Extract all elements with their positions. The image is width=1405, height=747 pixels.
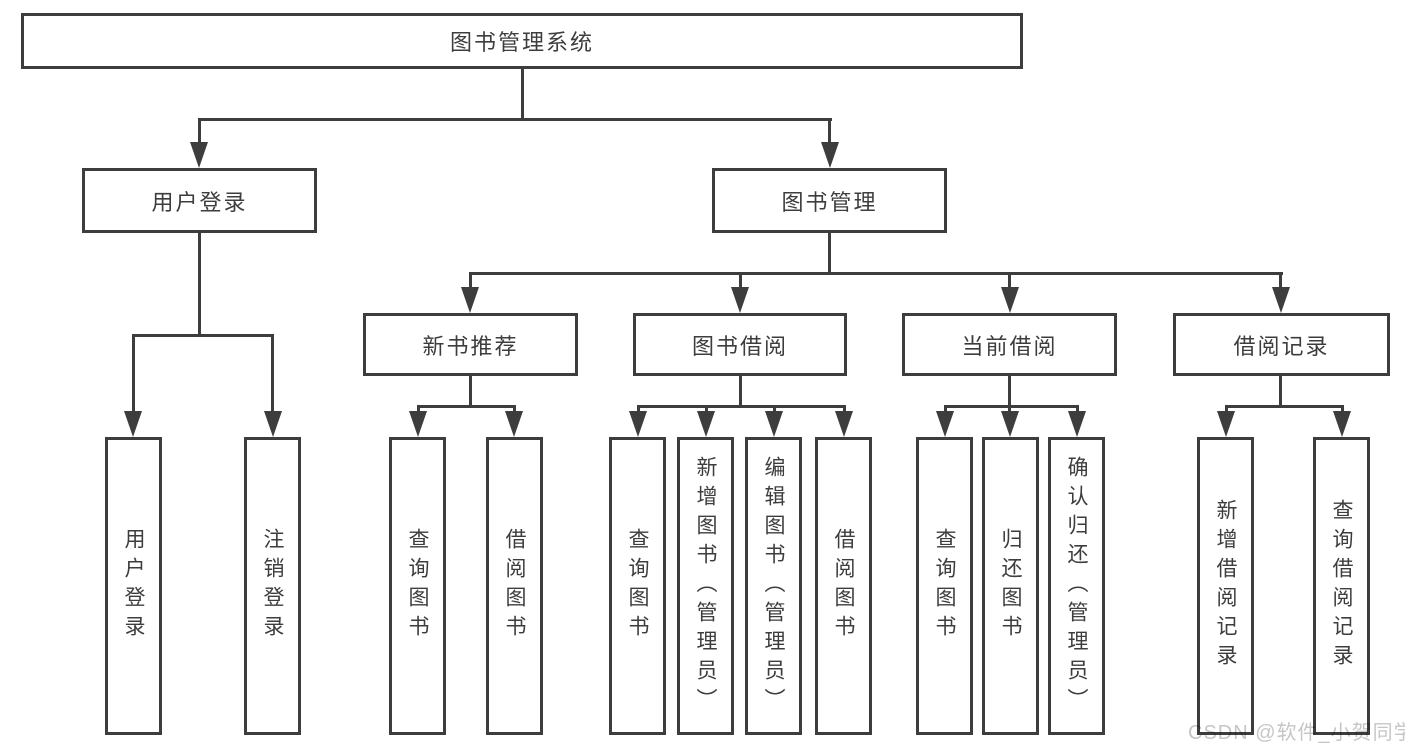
arrowhead-down-icon [821,142,839,168]
leaf-logout-label: 注销登录 [261,528,284,644]
leaf-borrow-books-borrowing: 借阅图书 [815,437,872,735]
leaf-query-borrow-record: 查询借阅记录 [1313,437,1370,735]
connector-line [1076,405,1079,415]
arrowhead-down-icon [1001,287,1019,313]
leaf-borrow-books-borrowing-label: 借阅图书 [832,528,855,644]
connector-line [198,118,832,121]
arrowhead-down-icon [731,287,749,313]
node-new-book-recommendation: 新书推荐 [363,313,578,376]
connector-line [417,405,420,415]
leaf-add-books-admin: 新增图书（管理员） [677,437,734,735]
leaf-query-books-recommend: 查询图书 [389,437,446,735]
connector-line [944,405,1079,408]
arrowhead-down-icon [190,142,208,168]
connector-line [198,233,201,336]
arrowhead-down-icon [697,411,715,437]
node-library-system: 图书管理系统 [21,13,1023,69]
connector-line [1341,405,1344,415]
leaf-add-borrow-record-label: 新增借阅记录 [1214,499,1237,673]
arrowhead-down-icon [461,287,479,313]
leaf-edit-books-admin: 编辑图书（管理员） [745,437,802,735]
arrowhead-down-icon [1217,411,1235,437]
leaf-borrow-books-recommend-label: 借阅图书 [503,528,526,644]
connector-line [469,376,472,407]
connector-line [469,272,1283,275]
leaf-add-books-admin-label: 新增图书（管理员） [694,455,717,717]
leaf-user-login-label: 用户登录 [122,528,145,644]
node-new-book-recommendation-label: 新书推荐 [422,333,519,359]
arrowhead-down-icon [124,411,142,437]
arrowhead-down-icon [1001,411,1019,437]
arrowhead-down-icon [1272,287,1290,313]
node-user-login: 用户登录 [82,168,317,233]
connector-line [1279,272,1282,290]
connector-line [828,118,831,150]
connector-line [637,405,846,408]
connector-line [513,405,516,415]
connector-line [828,233,831,275]
connector-line [739,376,742,407]
connector-line [637,405,640,415]
node-borrowing-records: 借阅记录 [1173,313,1390,376]
node-book-borrowing-label: 图书借阅 [691,333,788,359]
leaf-logout: 注销登录 [244,437,301,735]
arrowhead-down-icon [629,411,647,437]
leaf-add-borrow-record: 新增借阅记录 [1197,437,1254,735]
node-current-borrowing: 当前借阅 [902,313,1117,376]
arrowhead-down-icon [765,411,783,437]
connector-line [469,272,472,290]
leaf-return-books-label: 归还图书 [999,528,1022,644]
arrowhead-down-icon [835,411,853,437]
node-borrowing-records-label: 借阅记录 [1233,333,1330,359]
leaf-user-login: 用户登录 [105,437,162,735]
node-book-management: 图书管理 [712,168,947,233]
connector-line [132,334,135,414]
leaf-query-books-borrowing: 查询图书 [609,437,666,735]
connector-line [1008,376,1011,407]
arrowhead-down-icon [1068,411,1086,437]
node-current-borrowing-label: 当前借阅 [961,333,1058,359]
connector-line [1008,405,1011,415]
connector-line [773,405,776,415]
leaf-query-books-recommend-label: 查询图书 [406,528,429,644]
leaf-query-borrow-record-label: 查询借阅记录 [1330,499,1353,673]
connector-line [132,334,274,337]
leaf-borrow-books-recommend: 借阅图书 [486,437,543,735]
connector-line [705,405,708,415]
node-book-management-label: 图书管理 [781,189,878,215]
node-library-system-label: 图书管理系统 [449,30,594,55]
connector-line [1008,272,1011,290]
leaf-query-books-borrowing-label: 查询图书 [626,528,649,644]
connector-line [843,405,846,415]
connector-line [1279,376,1282,407]
connector-line [944,405,947,415]
leaf-query-books-current-label: 查询图书 [933,528,956,644]
node-user-login-label: 用户登录 [151,189,248,215]
connector-line [271,334,274,414]
arrowhead-down-icon [936,411,954,437]
connector-line [1225,405,1228,415]
arrowhead-down-icon [1333,411,1351,437]
arrowhead-down-icon [409,411,427,437]
connector-line [521,69,524,120]
arrowhead-down-icon [264,411,282,437]
arrowhead-down-icon [505,411,523,437]
leaf-confirm-return-admin: 确认归还（管理员） [1048,437,1105,735]
connector-line [198,118,201,150]
leaf-query-books-current: 查询图书 [916,437,973,735]
leaf-edit-books-admin-label: 编辑图书（管理员） [762,455,785,717]
connector-line [1225,405,1343,408]
leaf-return-books: 归还图书 [982,437,1039,735]
leaf-confirm-return-admin-label: 确认归还（管理员） [1065,455,1088,717]
node-book-borrowing: 图书借阅 [633,313,847,376]
connector-line [739,272,742,290]
connector-line [417,405,516,408]
watermark: CSDN @软件_小贺同学 [1188,722,1405,744]
